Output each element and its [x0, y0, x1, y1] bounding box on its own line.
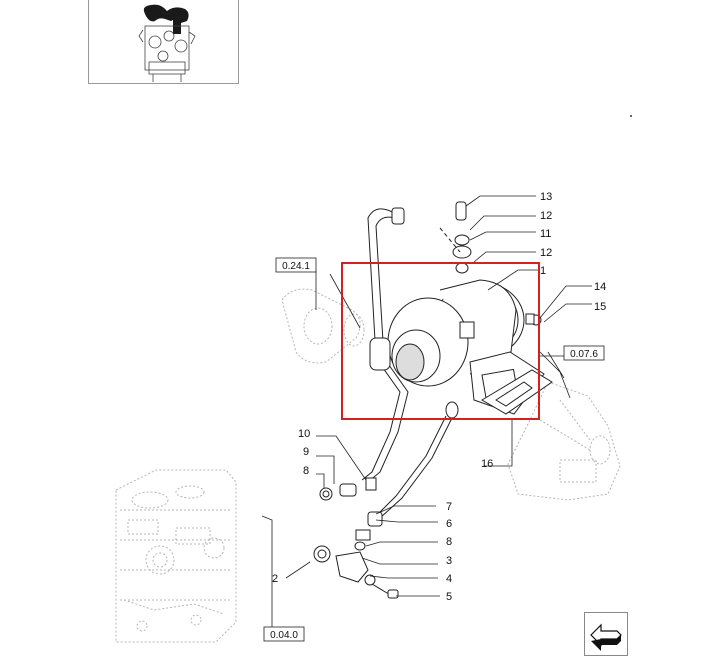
intake-pipe-ghost — [281, 288, 365, 364]
callout-10: 10 — [298, 428, 310, 440]
ref-label-040: 0.04.0 — [270, 630, 298, 641]
callout-14: 14 — [594, 281, 606, 293]
callout-12: 12 — [540, 210, 552, 222]
callout-4: 4 — [446, 573, 452, 585]
ref-label-0241: 0.24.1 — [282, 261, 310, 272]
callout-8b: 8 — [446, 536, 452, 548]
ref-box-040[interactable]: 0.04.0 — [263, 626, 305, 642]
lower-fittings — [313, 477, 399, 599]
highlight-frame — [341, 262, 540, 420]
callout-2: 2 — [272, 573, 278, 585]
callout-1: 1 — [540, 265, 546, 277]
callout-11: 11 — [540, 228, 551, 240]
engine-block-ghost — [115, 469, 237, 643]
callout-8: 8 — [303, 465, 309, 477]
engine-thumbnail-icon — [138, 4, 196, 82]
callout-9: 9 — [303, 446, 309, 458]
ref-box-0241[interactable]: 0.24.1 — [275, 257, 317, 273]
banjo-bolt-stack — [439, 201, 472, 274]
ref-label-076: 0.07.6 — [570, 349, 598, 360]
turbocharger — [369, 279, 545, 419]
exhaust-manifold-ghost — [507, 381, 621, 501]
callout-3: 3 — [446, 555, 452, 567]
oil-return-pipe — [375, 415, 453, 519]
callout-16: 16 — [481, 458, 493, 470]
engine-thumbnail[interactable] — [88, 0, 239, 84]
callout-13: 13 — [540, 191, 552, 203]
callout-12b: 12 — [540, 247, 552, 259]
previous-page-button[interactable] — [584, 612, 628, 656]
ref-box-076[interactable]: 0.07.6 — [563, 345, 605, 361]
callout-labels: 13 12 11 12 1 14 15 16 10 9 8 7 6 8 3 4 … — [272, 191, 606, 603]
callout-5: 5 — [446, 591, 452, 603]
corner-mark — [630, 115, 632, 117]
callout-7: 7 — [446, 501, 452, 513]
gasket-16 — [481, 369, 553, 415]
oil-feed-pipe — [361, 207, 409, 483]
callout-6: 6 — [446, 518, 452, 530]
callout-15: 15 — [594, 301, 606, 313]
arrow-left-icon — [590, 623, 622, 651]
